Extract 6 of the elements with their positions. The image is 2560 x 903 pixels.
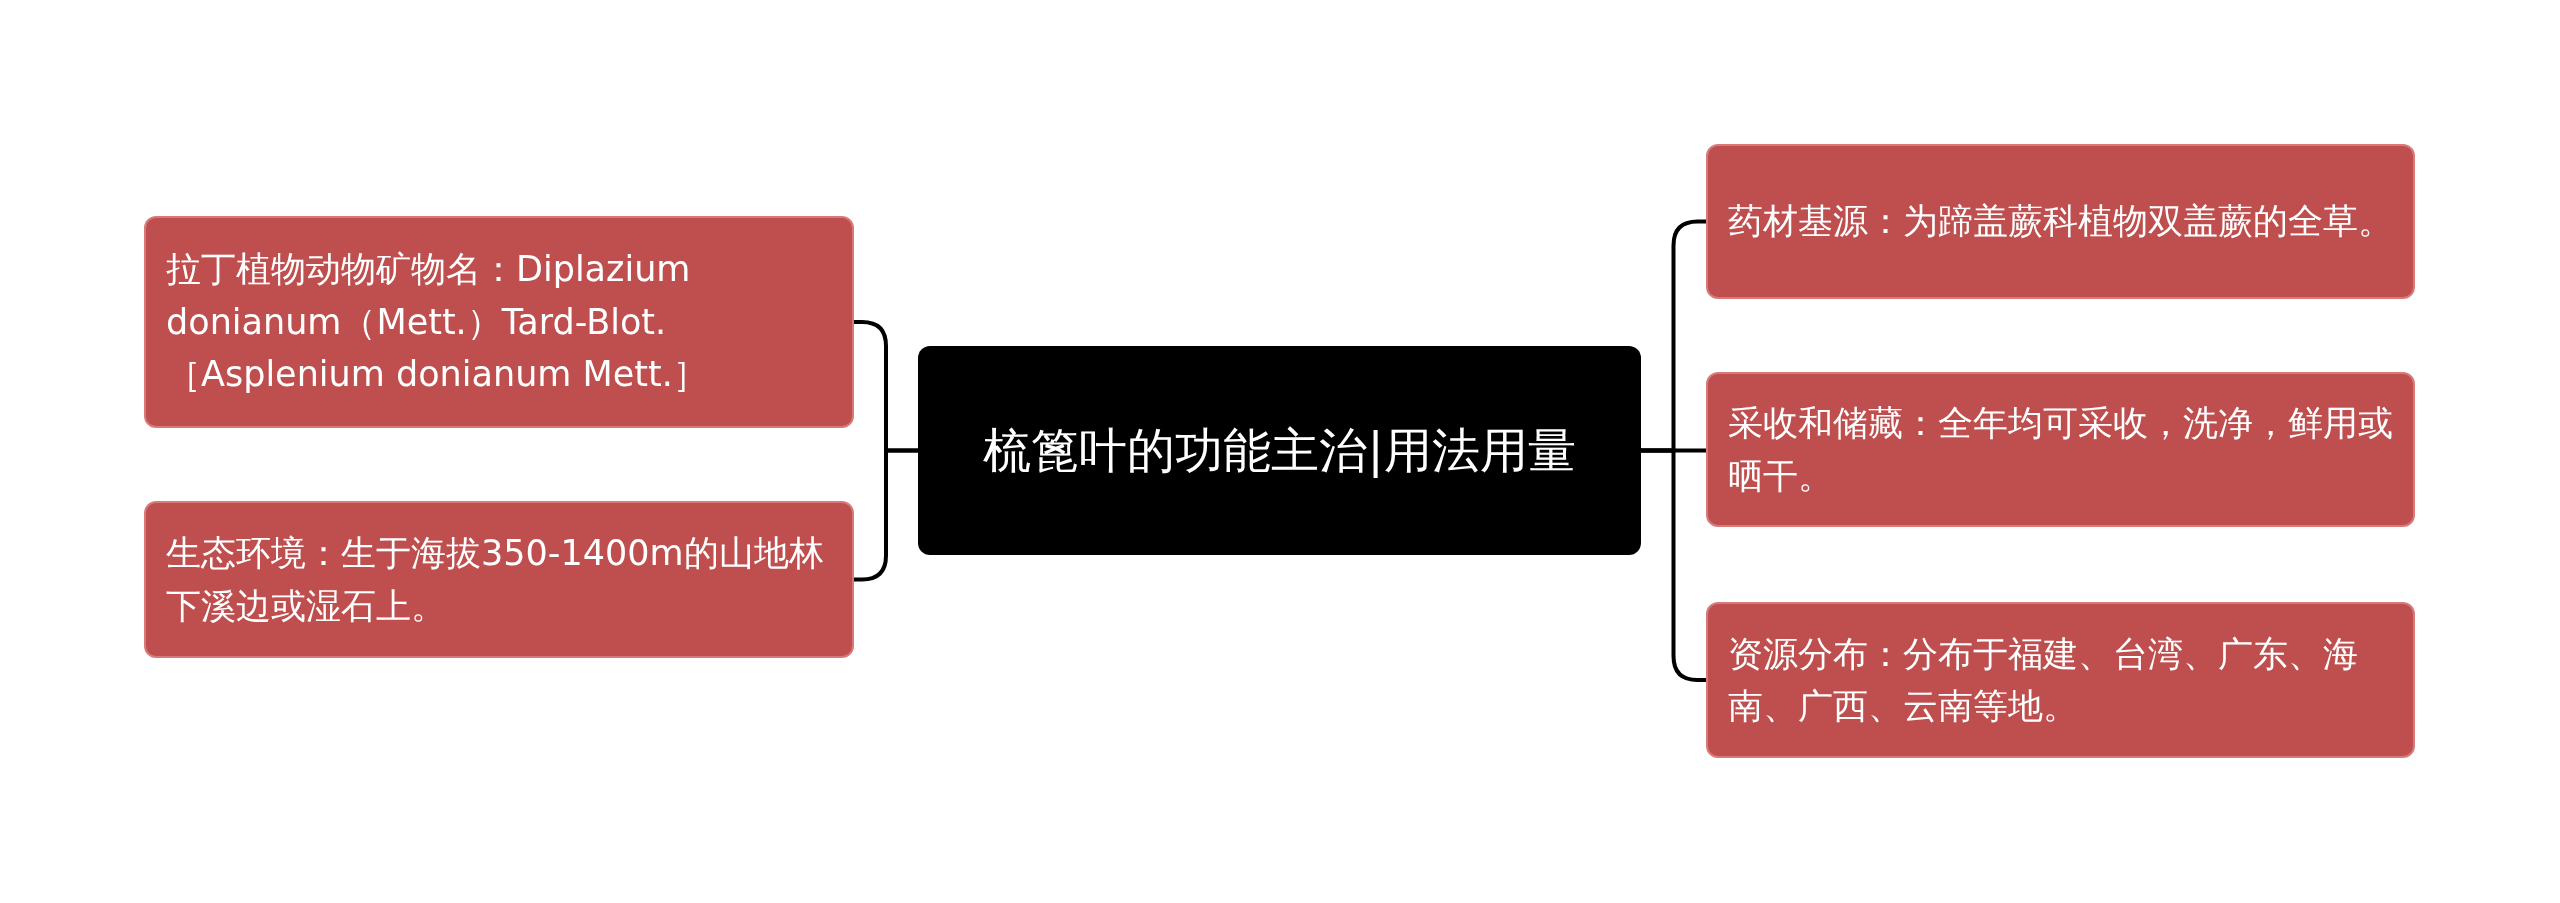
- topic-box: 资源分布：分布于福建、台湾、广东、海南、广西、云南等地。: [1706, 602, 2415, 758]
- central-topic: 梳篦叶的功能主治|用法用量: [918, 346, 1641, 555]
- topic-box: 药材基源：为蹄盖蕨科植物双盖蕨的全草。: [1706, 144, 2415, 299]
- topic-box: 拉丁植物动物矿物名：Diplazium donianum（Mett.）Tard-Blot.［Asplenium donianum Mett.］: [144, 216, 854, 428]
- topic-box: 采收和储藏：全年均可采收，洗净，鲜用或晒干。: [1706, 372, 2415, 527]
- topic-box: 生态环境：生于海拔350-1400m的山地林下溪边或湿石上。: [144, 501, 854, 658]
